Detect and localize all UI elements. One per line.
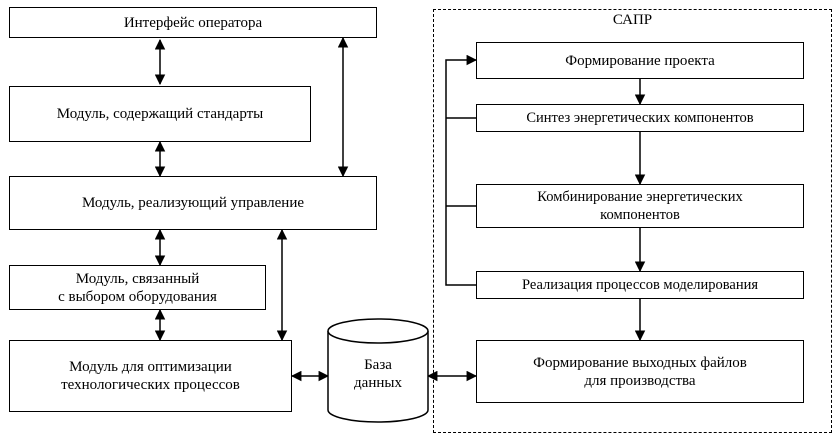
sapr-frame xyxy=(433,9,832,433)
component-synthesis-box: Синтез энергетических компонентов xyxy=(476,104,804,132)
standards-module-box: Модуль, содержащий стандарты xyxy=(9,86,311,142)
sapr-title: САПР xyxy=(612,12,653,28)
modeling-box: Реализация процессов моделирования xyxy=(476,271,804,299)
component-combination-box: Комбинирование энергетических компоненто… xyxy=(476,184,804,228)
optimization-module-box: Модуль для оптимизации технологических п… xyxy=(9,340,292,412)
project-formation-box: Формирование проекта xyxy=(476,42,804,79)
output-files-box: Формирование выходных файлов для произво… xyxy=(476,340,804,403)
database-label: База данных xyxy=(354,357,402,391)
database-cylinder xyxy=(327,318,429,423)
control-module-box: Модуль, реализующий управление xyxy=(9,176,377,230)
operator-interface-box: Интерфейс оператора xyxy=(9,7,377,38)
equipment-module-box: Модуль, связанный с выбором оборудования xyxy=(9,265,266,310)
feedback-bus xyxy=(445,54,478,286)
